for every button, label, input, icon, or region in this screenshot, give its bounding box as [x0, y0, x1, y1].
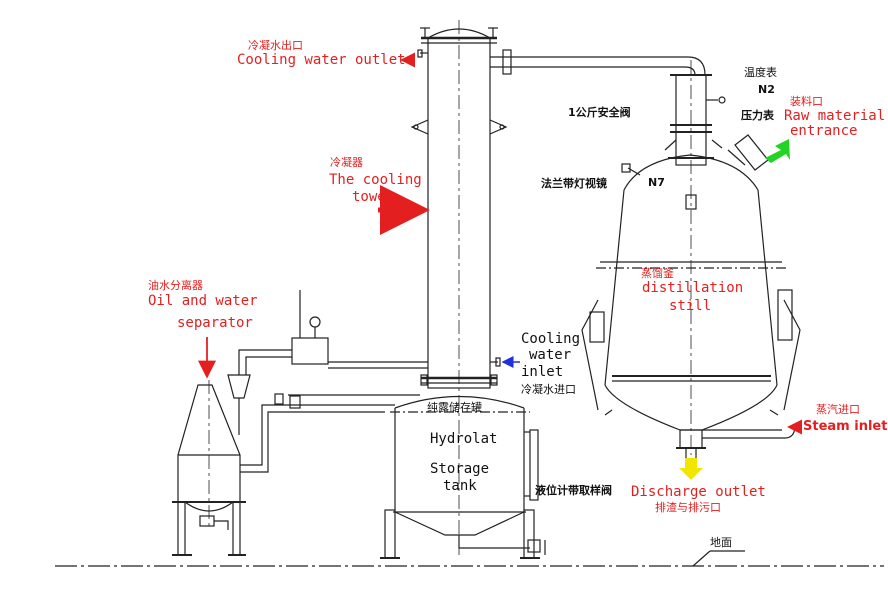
steam-inlet-en-label: Steam inlet	[803, 419, 888, 434]
storage-en-label-1: Storage	[430, 461, 490, 477]
arrow-raw-material	[765, 139, 790, 163]
level-gauge-cn-label: 液位计带取样阀	[535, 484, 612, 497]
steam-inlet-cn-label: 蒸汽进口	[816, 403, 860, 416]
cooling-inlet-en-label-2: water	[529, 347, 572, 363]
sight-glass-cn-label: 法兰带灯视镜	[541, 177, 607, 190]
safety-valve-cn-label: 1公斤安全阀	[568, 106, 631, 119]
storage-cn-label: 纯露储存罐	[427, 401, 482, 414]
raw-material-en-label-2: entrance	[790, 123, 858, 139]
cooling-inlet-cn-label: 冷凝水进口	[521, 383, 576, 396]
cooling-inlet-en-label-3: inlet	[521, 364, 564, 380]
ground-cn-label: 地面	[710, 536, 732, 549]
storage-tank	[380, 395, 546, 559]
cooling-outlet-cn-label: 冷凝水出口	[248, 39, 303, 52]
arrow-discharge	[679, 458, 703, 480]
raw-material-en-label-1: Raw material	[784, 108, 886, 124]
discharge-cn-label: 排渣与排污口	[655, 501, 721, 514]
ground-line	[55, 550, 884, 567]
oil-water-separator	[172, 290, 428, 556]
vapor-pipe	[490, 49, 706, 76]
separator-en-label-1: Oil and water	[148, 293, 258, 309]
condenser-cn-label: 冷凝器	[330, 156, 363, 169]
still-en-label-1: distillation	[642, 280, 744, 296]
condenser-en-label-1: The cooling	[329, 172, 422, 188]
hydrolat-label: Hydrolat	[430, 431, 498, 447]
n7-label: N7	[648, 176, 665, 189]
condenser-en-label-2: tower	[352, 189, 395, 205]
raw-material-cn-label: 装料口	[790, 95, 823, 108]
thermometer-cn-label: 温度表	[744, 66, 777, 79]
separator-en-label-2: separator	[177, 315, 253, 331]
annotation-arrows	[198, 52, 802, 480]
n2-label: N2	[758, 83, 775, 96]
cooling-outlet-en-label: Cooling water outlet	[237, 52, 406, 68]
cooling-inlet-en-label-1: Cooling	[521, 331, 581, 347]
separator-cn-label: 油水分离器	[148, 279, 203, 292]
still-cn-label: 蒸馏釜	[641, 267, 674, 280]
pressure-gauge-cn-label: 压力表	[741, 109, 774, 122]
discharge-en-label: Discharge outlet	[631, 484, 766, 500]
condenser-tower	[410, 20, 508, 395]
still-en-label-2: still	[669, 298, 712, 314]
storage-en-label-2: tank	[443, 478, 477, 494]
